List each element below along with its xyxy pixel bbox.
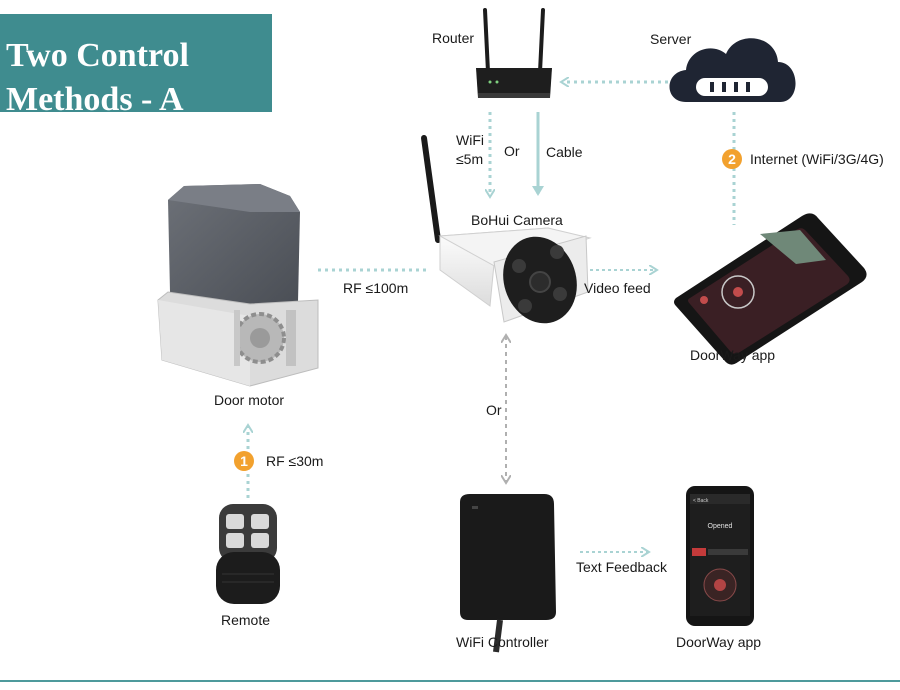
phone-bottom-status: Opened: [708, 523, 733, 530]
step-one-badge: 1: [234, 451, 254, 471]
server-label: Server: [650, 31, 692, 47]
camera-label: BoHui Camera: [471, 212, 563, 228]
door-motor-icon: [157, 184, 319, 387]
camera-icon: [421, 135, 592, 324]
text-feedback-label: Text Feedback: [576, 559, 668, 575]
or-top-label: Or: [504, 143, 520, 159]
door-motor-label: Door motor: [214, 392, 285, 408]
rf-100-label: RF ≤100m: [343, 280, 409, 296]
router-icon: [476, 8, 552, 98]
bottom-divider: [0, 680, 900, 682]
router-label: Router: [432, 30, 475, 46]
page-title: Two Control Methods - A: [6, 37, 189, 118]
phone-top-icon: [674, 213, 867, 365]
wifi-range-label: ≤5m: [456, 151, 484, 167]
phone-bottom-icon: < Back Opened: [686, 486, 754, 626]
wifi-controller-label: WiFi Controller: [456, 634, 549, 650]
video-feed-label: Video feed: [584, 280, 651, 296]
internet-label: Internet (WiFi/3G/4G): [750, 151, 884, 167]
remote-label: Remote: [221, 612, 271, 628]
title-banner: Two Control Methods - A: [0, 14, 272, 118]
wifi-label: WiFi: [456, 132, 484, 148]
wifi-controller-icon: [460, 494, 556, 653]
or-mid-label: Or: [486, 402, 502, 418]
doorway-app-top-label: DoorWay app: [690, 347, 776, 363]
remote-icon: [216, 504, 280, 604]
rf-30-label: RF ≤30m: [266, 453, 324, 469]
doorway-app-bottom-label: DoorWay app: [676, 634, 762, 650]
step-two-badge: 2: [722, 149, 742, 169]
cloud-server-icon: [669, 38, 796, 102]
phone-bottom-header: < Back: [693, 498, 709, 504]
cable-label: Cable: [546, 144, 583, 160]
